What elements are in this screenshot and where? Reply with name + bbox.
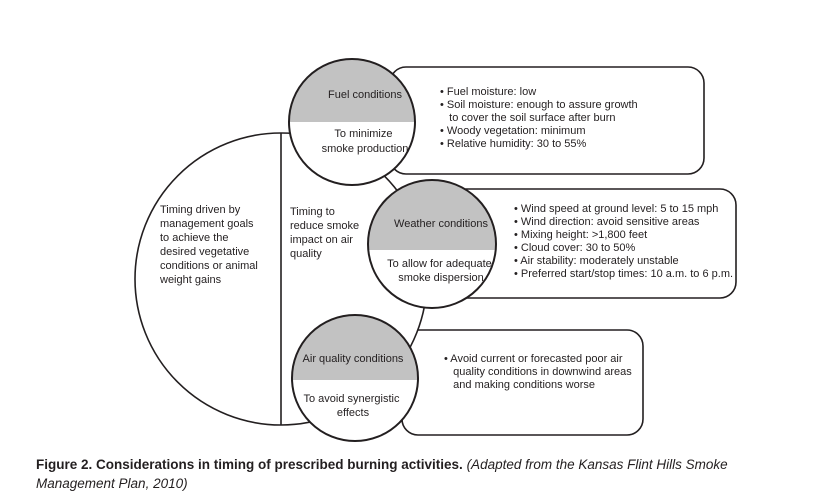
air-quality-conditions-goal: To avoid synergistic effects (303, 393, 402, 419)
fuel-bullet: • Relative humidity: 30 to 55% (440, 138, 587, 150)
weather-bullet: • Cloud cover: 30 to 50% (514, 242, 635, 254)
fuel-bullet: • Woody vegetation: minimum (440, 125, 586, 137)
fuel-bullet: • Soil moisture: enough to assure growth (440, 99, 638, 111)
air-bullet-list: • Avoid current or forecasted poor air q… (444, 353, 635, 391)
smoke-impact-text: Timing to reduce smoke impact on air qua… (290, 206, 362, 260)
fuel-bullet-list: • Fuel moisture: low • Soil moisture: en… (440, 86, 641, 150)
weather-bullet: • Mixing height: >1,800 feet (514, 229, 647, 241)
weather-bullet: • Preferred start/stop times: 10 a.m. to… (514, 268, 733, 280)
weather-conditions-title: Weather conditions (394, 218, 488, 230)
weather-bullet: • Wind direction: avoid sensitive areas (514, 216, 700, 228)
management-goals-text: Timing driven by management goals to ach… (159, 204, 261, 286)
air-bullet: quality conditions in downwind areas (444, 366, 632, 378)
air-bullet: and making conditions worse (444, 379, 595, 391)
weather-conditions-goal: To allow for adequate smoke dispersion (387, 258, 495, 284)
fuel-conditions-title: Fuel conditions (328, 89, 402, 101)
weather-bullet: • Air stability: moderately unstable (514, 255, 679, 267)
weather-bullet: • Wind speed at ground level: 5 to 15 mp… (514, 203, 718, 215)
caption-source: (Adapted from the Kansas Flint Hills Smo… (36, 457, 728, 491)
fuel-bullet: to cover the soil surface after burn (440, 112, 615, 124)
air-quality-conditions-title: Air quality conditions (303, 353, 404, 365)
weather-bullet-list: • Wind speed at ground level: 5 to 15 mp… (514, 203, 733, 280)
figure-caption: Figure 2. Considerations in timing of pr… (36, 455, 806, 493)
caption-title: Figure 2. Considerations in timing of pr… (36, 457, 463, 472)
fuel-conditions-goal: To minimize smoke production (322, 128, 409, 155)
fuel-bullet: • Fuel moisture: low (440, 86, 536, 98)
air-bullet: • Avoid current or forecasted poor air (444, 353, 623, 365)
